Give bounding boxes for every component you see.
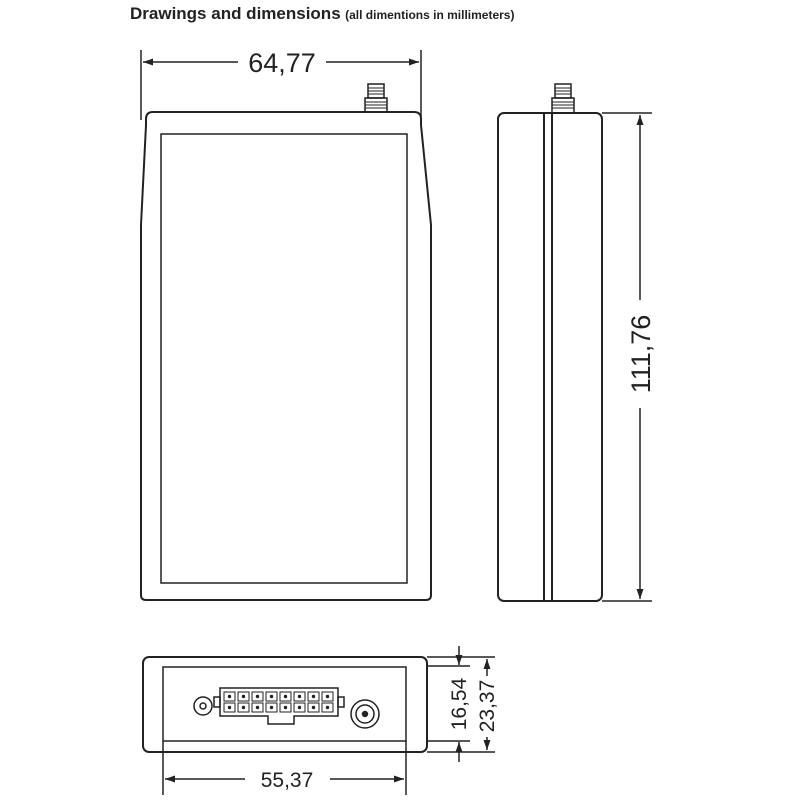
outer-height-dimension: [427, 656, 495, 753]
connector-pin: [251, 702, 264, 713]
connector-pin-contact: [269, 694, 274, 699]
side-antenna-connector: [551, 83, 575, 114]
width-dimension-label: 64,77: [248, 48, 316, 78]
front-view-outline: [140, 111, 432, 601]
connector-pin-contact: [227, 694, 232, 699]
connector-pin-contact: [325, 705, 330, 710]
height-dimension: [602, 112, 652, 602]
side-view-outline: [497, 112, 603, 602]
connector-pin: [223, 702, 236, 713]
connector-pin-contact: [283, 705, 288, 710]
connector-pin-contact: [227, 705, 232, 710]
front-antenna-connector: [364, 83, 388, 113]
connector-pin: [223, 691, 236, 702]
connector-pin: [293, 702, 306, 713]
multi-pin-connector: [213, 687, 345, 725]
connector-pin: [293, 691, 306, 702]
title-main: Drawings and dimensions: [130, 4, 341, 23]
outer-height-dimension-label: 23,37: [476, 680, 499, 733]
connector-pin: [279, 691, 292, 702]
connector-pin: [251, 691, 264, 702]
connector-pin: [307, 691, 320, 702]
title-units-note: (all dimentions in millimeters): [345, 8, 515, 22]
connector-pin: [237, 691, 250, 702]
connector-pin-contact: [269, 705, 274, 710]
connector-pin-contact: [311, 705, 316, 710]
drawing-title: Drawings and dimensions (all dimentions …: [130, 4, 514, 24]
connector-pin: [237, 702, 250, 713]
connector-pin-grid: [223, 691, 334, 713]
coaxial-connector: [350, 699, 380, 729]
connector-pin-contact: [311, 694, 316, 699]
connector-pin: [321, 702, 334, 713]
base-width-dimension: [162, 741, 407, 795]
connector-pin-contact: [255, 694, 260, 699]
inner-height-dimension-label: 16,54: [448, 677, 471, 730]
width-dimension: [140, 50, 422, 120]
height-dimension-label: 111,76: [626, 315, 656, 394]
connector-pin-contact: [241, 705, 246, 710]
connector-pin-contact: [297, 705, 302, 710]
bottom-view-outline: [142, 656, 428, 753]
side-view: [497, 83, 603, 602]
connector-pin-contact: [241, 694, 246, 699]
connector-pin-contact: [297, 694, 302, 699]
connector-pin-contact: [283, 694, 288, 699]
connector-pin-contact: [255, 705, 260, 710]
bottom-view-inner-panel: [162, 666, 407, 742]
base-width-dimension-label: 55,37: [261, 769, 314, 792]
small-connector: [193, 696, 213, 716]
connector-pin: [265, 702, 278, 713]
connector-pin: [307, 702, 320, 713]
connector-pin: [321, 691, 334, 702]
connector-pin: [265, 691, 278, 702]
front-view: [140, 83, 432, 601]
connector-pin: [279, 702, 292, 713]
front-view-panel: [160, 133, 408, 584]
bottom-view: [142, 656, 428, 753]
connector-pin-contact: [325, 694, 330, 699]
